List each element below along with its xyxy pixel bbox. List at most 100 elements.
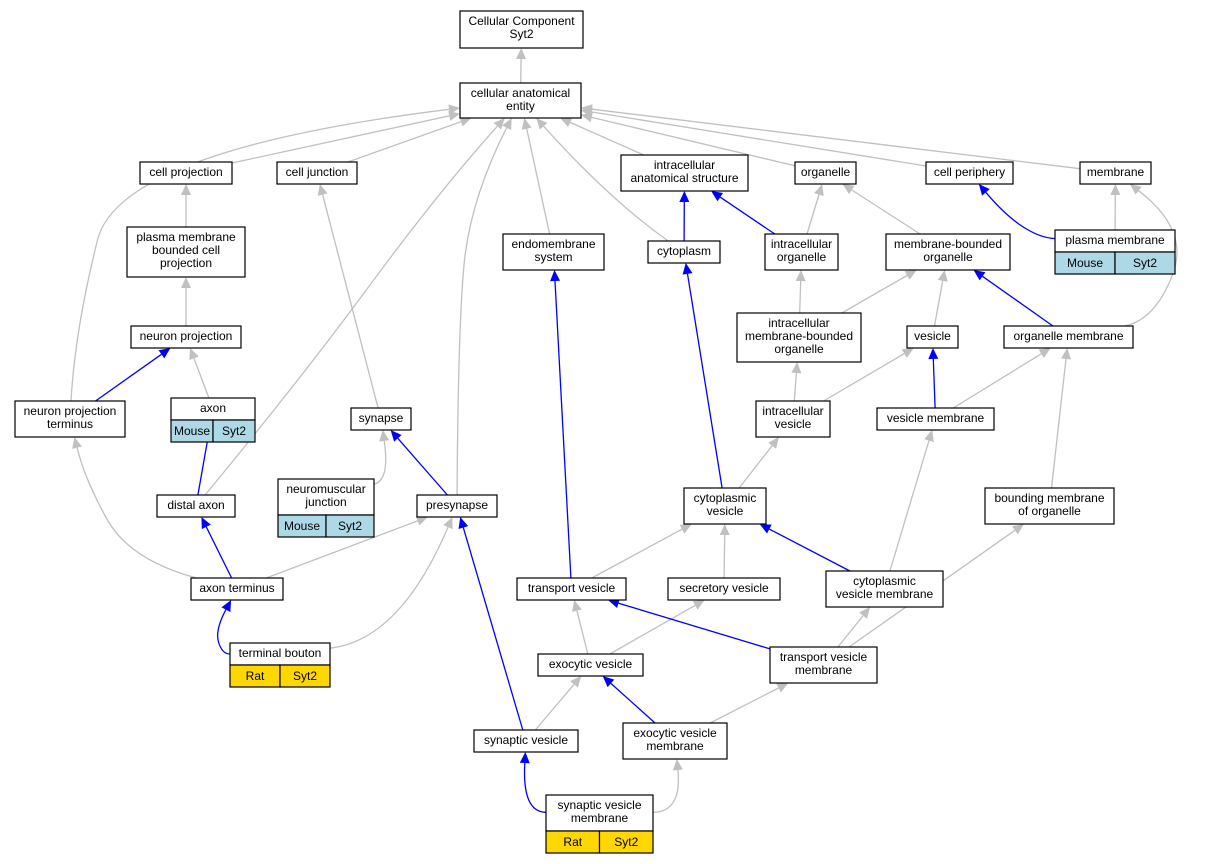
edge-line [591,116,796,167]
node-axonterm[interactable]: axon terminus [190,577,284,601]
arrow-head-icon [682,263,693,275]
arrow-head-icon [1061,348,1072,360]
arrow-head-icon [502,118,512,131]
node-orgmem[interactable]: organelle membrane [1003,325,1134,349]
node-membrane[interactable]: membrane [1079,161,1152,185]
arrow-head-icon [791,362,802,374]
node-label: organelle [777,250,827,264]
node-box [190,577,284,601]
node-organelle[interactable]: organelle [794,161,857,185]
edge-secves-to-cytoves [719,524,730,579]
arrow-head-icon [572,600,582,612]
node-box [885,233,1011,271]
node-label: intracellular [654,158,715,172]
edge-line [591,111,927,167]
node-label: vesicle membrane [836,587,934,601]
edge-line [719,196,776,235]
edge-nmj-to-synapse [373,430,390,485]
node-cellperiph[interactable]: cell periphery [925,161,1014,185]
edge-termbouton-to-axonterm [217,600,232,655]
node-box [473,729,579,753]
node-label: organelle [923,250,973,264]
edge-line [841,274,908,314]
edge-cytoves-to-intraves [738,437,779,489]
node-label: neuron projection [140,329,233,343]
arrow-head-icon [1038,348,1051,359]
edge-line [231,115,450,164]
node-label: organelle membrane [1013,329,1123,343]
node-label: plasma membrane [136,230,236,244]
node-box [126,226,246,278]
node-exoves[interactable]: exocytic vesicle [537,653,644,677]
node-label: presynapse [426,498,488,512]
node-cellproj[interactable]: cell projection [139,161,233,185]
edge-line [793,372,798,402]
edge-line [1124,190,1178,327]
arrow-head-icon [519,752,530,764]
node-label: synapse [359,411,404,425]
arrow-head-icon [928,348,939,360]
node-label: cellular anatomical [471,86,570,100]
node-box [683,487,767,525]
node-label: exocytic vesicle [549,657,633,671]
edge-cvm-to-vesmem [889,430,934,572]
edge-intraves-to-imbo [791,362,802,402]
node-transves[interactable]: transport vesicle [516,577,627,601]
edge-line [76,447,197,579]
node-vesicle[interactable]: vesicle [906,325,959,349]
node-celljunc[interactable]: cell junction [276,161,358,185]
edge-cellproj-to-cae [231,111,460,164]
edge-line [652,769,680,814]
edge-line [347,121,462,163]
node-label: exocytic vesicle [633,726,717,740]
arrow-head-icon [516,48,527,60]
edge-cytoves-to-cytoplasm [682,263,723,489]
node-synapse[interactable]: synapse [350,407,412,431]
node-distalaxon[interactable]: distal axon [156,494,236,518]
edge-line [933,280,944,327]
edge-cvm-to-cytoves [759,524,851,572]
node-label: projection [160,256,212,270]
edge-line [982,275,1054,327]
arrow-head-icon [459,116,472,127]
node-label: vesicle [775,417,812,431]
edge-line [95,353,162,402]
node-synves[interactable]: synaptic vesicle [473,729,579,753]
node-label: of organelle [1018,504,1081,518]
node-presynapse[interactable]: presynapse [416,494,498,518]
arrow-head-icon [692,600,705,610]
node-neuronproj[interactable]: neuron projection [130,325,242,349]
arrow-head-icon [937,270,948,282]
node-secves[interactable]: secretory vesicle [667,577,781,601]
edge-line [205,526,233,579]
node-vesmem[interactable]: vesicle membrane [876,407,995,431]
node-label: secretory vesicle [679,581,769,595]
edge-line [932,358,936,409]
arrow-head-icon [415,516,428,526]
edge-line [373,440,387,485]
node-cytoplasm[interactable]: cytoplasm [647,240,721,264]
edge-pmbcp-to-cellproj [181,184,191,227]
